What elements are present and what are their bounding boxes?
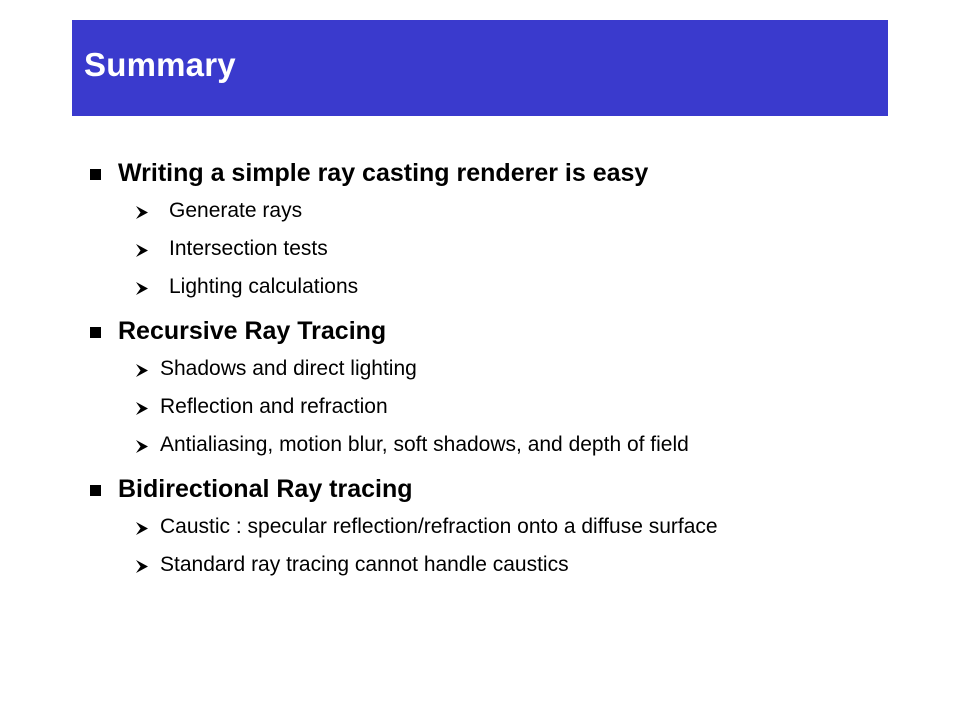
list-item-text: Standard ray tracing cannot handle caust… — [160, 553, 569, 576]
list-item: Lighting calculations — [90, 268, 880, 306]
list-item: Generate rays — [90, 192, 880, 230]
arrowhead-bullet-icon — [135, 281, 149, 296]
list-item: Antialiasing, motion blur, soft shadows,… — [90, 426, 880, 464]
section-heading-text: Recursive Ray Tracing — [118, 316, 387, 345]
list-item-text: Shadows and direct lighting — [160, 357, 417, 380]
list-item: Reflection and refraction — [90, 388, 880, 426]
list-item: Shadows and direct lighting — [90, 350, 880, 388]
list-item-text: Reflection and refraction — [160, 395, 388, 418]
arrowhead-bullet-icon — [135, 521, 149, 536]
list-item: Standard ray tracing cannot handle caust… — [90, 546, 880, 584]
section-ray-casting: Writing a simple ray casting renderer is… — [90, 154, 880, 306]
list-item: Intersection tests — [90, 230, 880, 268]
arrowhead-bullet-icon — [135, 559, 149, 574]
arrowhead-bullet-icon — [135, 439, 149, 454]
list-item-text: Antialiasing, motion blur, soft shadows,… — [160, 433, 689, 456]
list-item-text: Caustic : specular reflection/refraction… — [160, 515, 718, 538]
section-heading-text: Writing a simple ray casting renderer is… — [118, 158, 649, 187]
square-bullet-icon — [90, 484, 101, 496]
section-heading: Writing a simple ray casting renderer is… — [90, 154, 880, 192]
arrowhead-bullet-icon — [135, 243, 149, 258]
section-heading: Recursive Ray Tracing — [90, 312, 880, 350]
slide-title: Summary — [84, 46, 236, 83]
square-bullet-icon — [90, 168, 101, 180]
list-item-text: Intersection tests — [169, 237, 328, 260]
arrowhead-bullet-icon — [135, 363, 149, 378]
list-item-text: Lighting calculations — [169, 275, 359, 298]
slide-content: Writing a simple ray casting renderer is… — [90, 154, 880, 584]
square-bullet-icon — [90, 326, 101, 338]
title-bar: Summary — [72, 20, 888, 116]
list-item-text: Generate rays — [169, 199, 303, 222]
arrowhead-bullet-icon — [135, 401, 149, 416]
section-heading: Bidirectional Ray tracing — [90, 470, 880, 508]
arrowhead-bullet-icon — [135, 205, 149, 220]
section-recursive-ray-tracing: Recursive Ray Tracing Shadows and direct… — [90, 312, 880, 464]
list-item: Caustic : specular reflection/refraction… — [90, 508, 880, 546]
section-heading-text: Bidirectional Ray tracing — [118, 474, 413, 503]
section-bidirectional-ray-tracing: Bidirectional Ray tracing Caustic : spec… — [90, 470, 880, 584]
